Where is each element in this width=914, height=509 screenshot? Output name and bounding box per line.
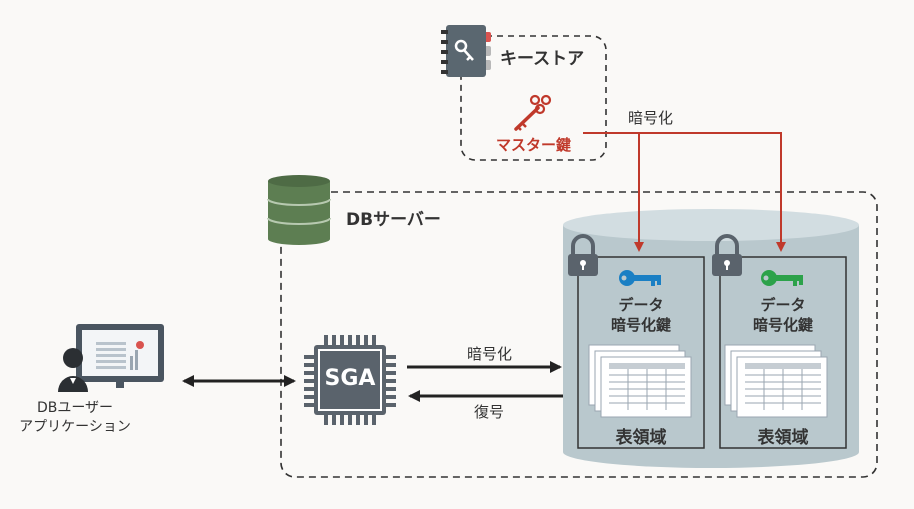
master-key-encrypt-arrows [583, 132, 786, 252]
encrypt-mid-label: 暗号化 [467, 345, 513, 363]
data-key-label-2b: 暗号化鍵 [752, 316, 813, 334]
decrypt-label: 復号 [474, 403, 505, 421]
encrypt-top-label: 暗号化 [628, 109, 674, 127]
keystore-title: キーストア [500, 49, 585, 69]
keystore-book-icon [441, 25, 491, 77]
tablespace-label-1: 表領域 [615, 428, 667, 448]
master-key-label: マスター鍵 [496, 136, 572, 154]
lock-icon [568, 234, 598, 276]
tablespace-box-2 [719, 256, 847, 449]
tablespace-box-1 [577, 256, 705, 449]
db-server-box [280, 191, 878, 478]
data-key-icon-blue [619, 270, 661, 286]
sga-chip-icon [304, 335, 396, 425]
db-server-title: DBサーバー [346, 210, 441, 230]
lock-icon [712, 234, 742, 276]
data-key-label-1a: データ [618, 296, 664, 314]
data-key-icon-green [761, 270, 803, 286]
table-data-icon [724, 344, 828, 418]
sga-label: SGA [324, 366, 376, 391]
keystore-box [460, 35, 607, 161]
tablespace-label-2: 表領域 [757, 428, 809, 448]
db-user-label: DBユーザー [36, 400, 114, 416]
database-icon [267, 175, 331, 245]
table-data-icon [588, 344, 692, 418]
data-key-label-2a: データ [760, 296, 806, 314]
data-key-label-1b: 暗号化鍵 [610, 316, 671, 334]
application-label: アプリケーション [19, 419, 131, 435]
master-key-icon [514, 94, 552, 131]
db-user-application-icon [58, 324, 164, 392]
